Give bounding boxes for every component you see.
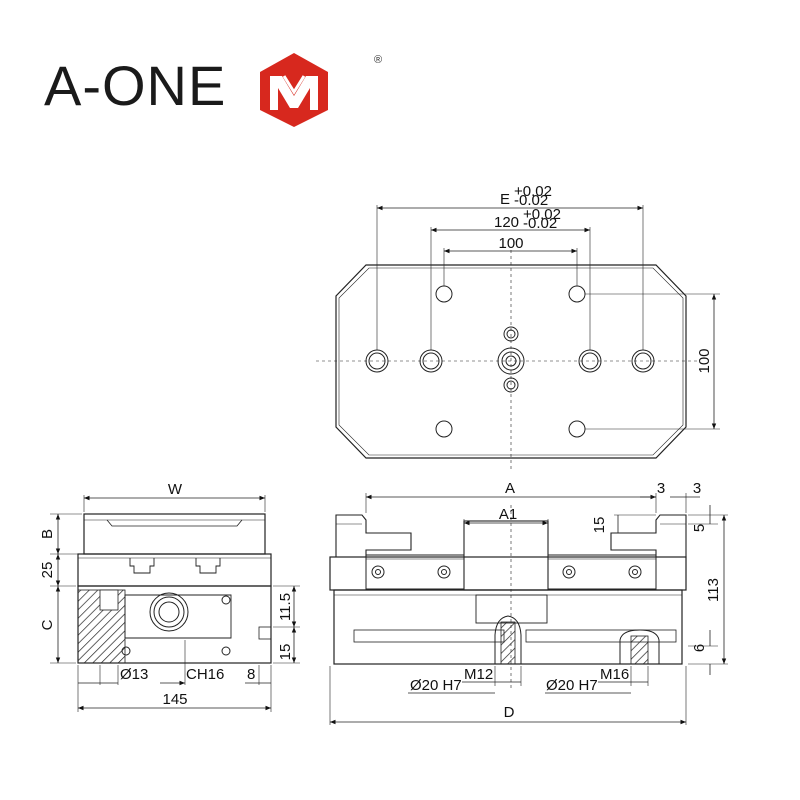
side-view-dimension-labels: W B 25 C 11.5 15 Ø13 CH16 8 145: [39, 481, 294, 708]
dim-E-tol-minus: -0.02: [514, 192, 548, 209]
dim-CH16: CH16: [186, 666, 224, 683]
brand-logo: A-ONE ®: [44, 52, 382, 132]
dim-120-tol-minus: -0.02: [523, 215, 557, 232]
dim-E: E: [500, 191, 510, 208]
dim-A: A: [505, 480, 515, 497]
dim-3-right: 3: [693, 480, 701, 497]
dim-D: D: [504, 704, 515, 721]
dim-5: 5: [691, 524, 708, 532]
dim-W: W: [168, 481, 183, 498]
dim-dia20-h7-left: Ø20 H7: [410, 677, 462, 694]
dim-100-vertical: 100: [696, 348, 713, 373]
front-view-dimension-labels: A 3 3 A1 15 5 113 6 M12 M16 Ø20 H7 Ø20 H…: [410, 480, 722, 721]
dim-M16: M16: [600, 666, 629, 683]
dim-25: 25: [39, 562, 56, 579]
dim-dia13: Ø13: [120, 666, 148, 683]
top-view-holes: [365, 285, 655, 438]
dim-M12: M12: [464, 666, 493, 683]
dim-145: 145: [162, 691, 187, 708]
dim-3-left: 3: [657, 480, 665, 497]
dim-15-front: 15: [591, 517, 608, 534]
front-view: [329, 493, 728, 725]
dim-B: B: [39, 529, 56, 539]
dim-100-horizontal: 100: [498, 235, 523, 252]
dim-dia20-h7-right: Ø20 H7: [546, 677, 598, 694]
dim-15-side: 15: [277, 644, 294, 661]
dim-E-tol-plus: +0.02: [514, 183, 552, 200]
dim-C: C: [39, 619, 56, 630]
dim-120-tol-plus: +0.02: [523, 206, 561, 223]
side-view: [50, 495, 300, 712]
dim-11-5: 11.5: [277, 593, 294, 621]
brand-mark-icon: [260, 53, 328, 127]
brand-name: A-ONE: [44, 54, 227, 117]
top-view-dimension-labels: E +0.02 -0.02 120 +0.02 -0.02 100 100: [494, 183, 713, 374]
dim-A1: A1: [499, 506, 517, 523]
top-view-outline: [335, 264, 687, 459]
dim-120: 120: [494, 214, 519, 231]
dim-113: 113: [705, 578, 722, 602]
dim-6: 6: [691, 644, 708, 652]
top-view: [316, 205, 720, 470]
registered-mark: ®: [374, 54, 383, 66]
dim-8: 8: [247, 666, 255, 683]
